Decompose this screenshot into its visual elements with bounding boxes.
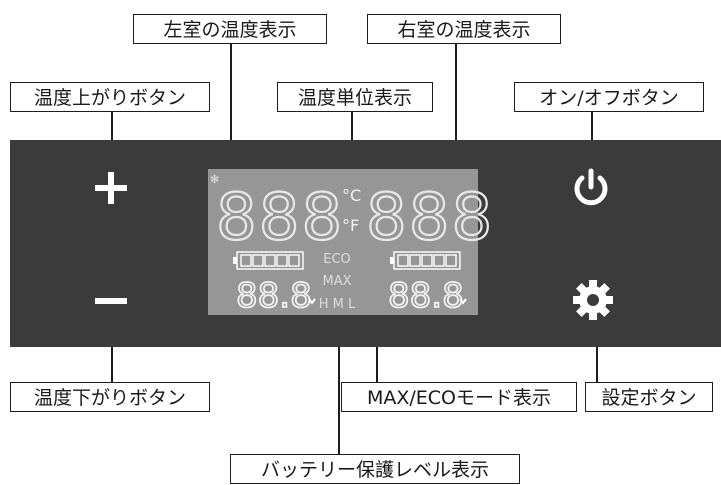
label-right-temp: 右室の温度表示 xyxy=(367,14,561,44)
label-battery: バッテリー保護レベル表示 xyxy=(230,454,520,484)
label-temp-up: 温度上がりボタン xyxy=(10,82,210,112)
sub-left-digits: 88.8 xyxy=(236,276,312,316)
temp-down-button[interactable] xyxy=(93,296,129,306)
leader-temp-down xyxy=(111,320,113,382)
lcd-display: ✻ 888 °C °F 888 ECO MAX xyxy=(208,169,493,317)
gear-icon xyxy=(573,280,613,320)
chevron-down-icon xyxy=(459,298,467,305)
chevron-down-icon xyxy=(308,298,316,305)
label-mode: MAX/ECOモード表示 xyxy=(341,382,577,412)
eco-indicator: ECO xyxy=(323,252,351,267)
label-temp-unit: 温度単位表示 xyxy=(277,82,433,112)
snowflake-icon: ✻ xyxy=(210,173,219,186)
settings-button[interactable] xyxy=(571,278,615,322)
leader-settings xyxy=(596,320,598,382)
leader-battery xyxy=(338,320,340,455)
main-left-digits: 888 xyxy=(216,181,344,255)
label-settings: 設定ボタン xyxy=(585,382,713,412)
label-left-temp: 左室の温度表示 xyxy=(133,14,327,44)
unit-celsius: °C xyxy=(342,186,361,205)
temp-up-button[interactable] xyxy=(93,170,129,206)
leader-temp-up xyxy=(111,112,113,160)
sub-right-digits: 88.8 xyxy=(388,276,464,316)
label-power: オン/オフボタン xyxy=(514,82,704,112)
main-right-digits: 888 xyxy=(366,181,494,255)
leader-left-temp xyxy=(230,44,232,160)
leader-right-temp xyxy=(455,44,457,160)
power-icon xyxy=(574,168,608,206)
max-indicator: MAX xyxy=(322,274,351,289)
power-button[interactable] xyxy=(568,165,614,211)
label-temp-down: 温度下がりボタン xyxy=(10,382,210,412)
hml-indicator: H M L xyxy=(319,297,356,312)
battery-right-icon xyxy=(390,251,461,270)
unit-fahrenheit: °F xyxy=(342,216,359,235)
leader-power xyxy=(591,112,593,160)
battery-left-icon xyxy=(233,251,304,270)
